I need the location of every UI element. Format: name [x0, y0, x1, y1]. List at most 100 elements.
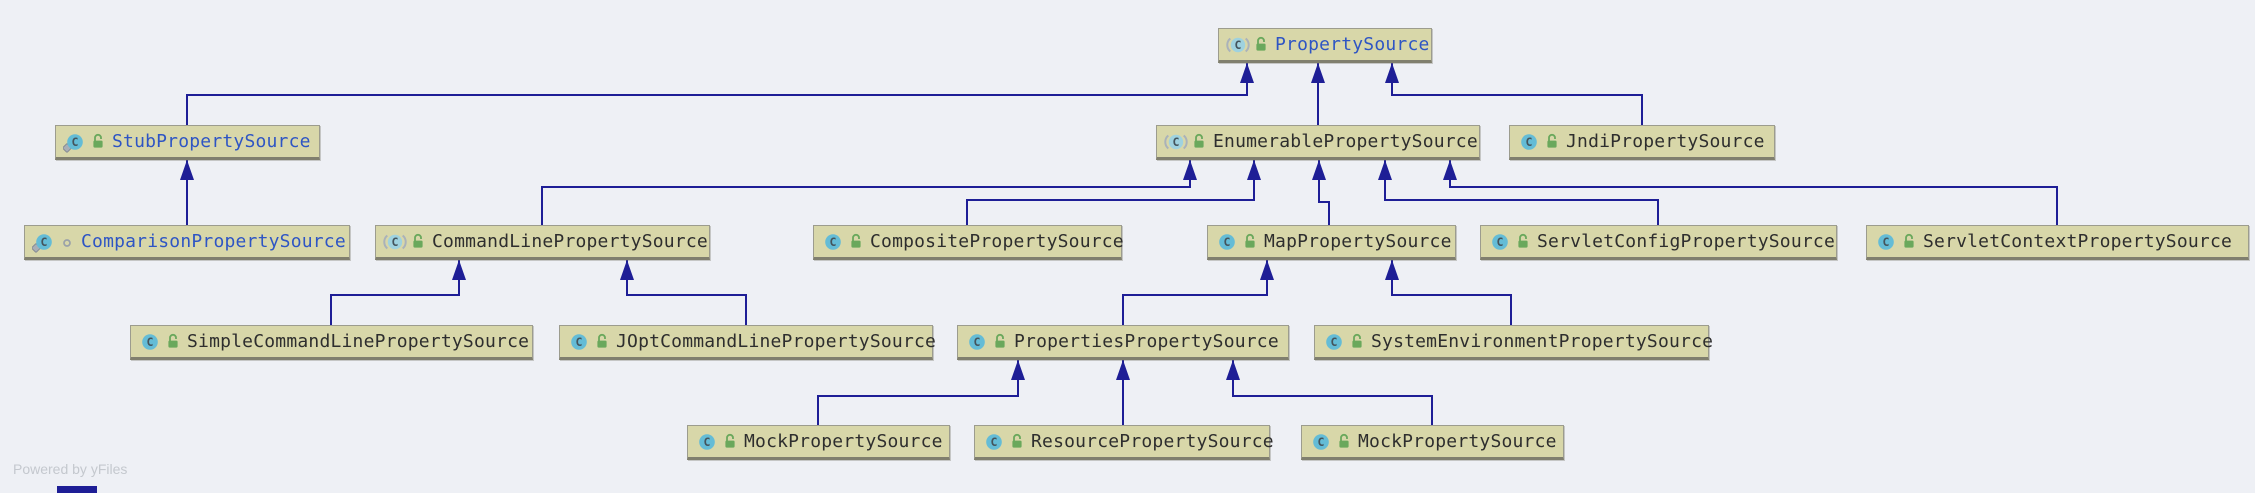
class-name-label: CompositePropertySource — [870, 230, 1124, 252]
class-name-label: EnumerablePropertySource — [1213, 130, 1478, 152]
class-icon: C — [1313, 433, 1329, 450]
class-node-composite-property-source[interactable]: C CompositePropertySource — [813, 225, 1124, 260]
class-icon: C — [1492, 233, 1508, 250]
class-icon: C — [63, 133, 83, 153]
class-icon: C — [986, 433, 1002, 450]
class-icon: C — [1326, 333, 1342, 350]
class-icon: C — [32, 233, 52, 253]
svg-text:C: C — [1224, 235, 1231, 249]
class-name-label: PropertySource — [1275, 33, 1430, 55]
public-lock-icon — [93, 133, 103, 148]
svg-text:C: C — [1497, 235, 1504, 249]
svg-text:C: C — [704, 435, 711, 449]
arrowhead-icon — [1443, 160, 1457, 180]
inheritance-edge-jopt-command-line-property-source-to-command-line-property-source — [620, 260, 747, 325]
class-name-label: ServletConfigPropertySource — [1537, 230, 1835, 252]
arrowhead-icon — [1240, 63, 1254, 83]
svg-text:C: C — [1883, 235, 1890, 249]
inheritance-edge-mock-property-source-2-to-properties-property-source — [1226, 360, 1433, 425]
class-node-map-property-source[interactable]: C MapPropertySource — [1207, 225, 1456, 260]
public-lock-icon — [1518, 233, 1528, 248]
class-icon: C — [142, 333, 158, 350]
public-lock-icon — [995, 333, 1005, 348]
inheritance-edge-comparison-property-source-to-stub-property-source — [180, 160, 194, 225]
class-node-mock-property-source-2[interactable]: C MockPropertySource — [1301, 425, 1564, 460]
class-icon: C — [1521, 133, 1537, 150]
svg-text:C: C — [576, 335, 583, 349]
svg-text:C: C — [72, 135, 79, 149]
arrowhead-icon — [452, 260, 466, 280]
arrowhead-icon — [1385, 63, 1399, 83]
inheritance-edge-system-environment-property-source-to-map-property-source — [1385, 260, 1512, 325]
class-node-jndi-property-source[interactable]: C JndiPropertySource — [1509, 125, 1775, 160]
public-lock-icon — [413, 233, 423, 248]
arrowhead-icon — [1116, 360, 1130, 380]
powered-by-yfiles-label: Powered by yFiles — [13, 461, 128, 477]
inheritance-edge-enumerable-property-source-to-property-source — [1311, 63, 1325, 125]
public-lock-icon — [1245, 233, 1255, 248]
public-lock-icon — [725, 433, 735, 448]
class-node-jopt-command-line-property-source[interactable]: C JOptCommandLinePropertySource — [559, 325, 937, 360]
svg-text:C: C — [830, 235, 837, 249]
arrowhead-icon — [1226, 360, 1240, 380]
arrowhead-icon — [1183, 160, 1197, 180]
inheritance-edge-command-line-property-source-to-enumerable-property-source — [541, 160, 1197, 225]
svg-text:C: C — [41, 235, 48, 249]
svg-text:C: C — [974, 335, 981, 349]
class-name-label: MockPropertySource — [1358, 430, 1557, 452]
class-node-property-source[interactable]: C PropertySource — [1218, 28, 1432, 63]
class-name-label: SimpleCommandLinePropertySource — [187, 330, 530, 352]
class-node-enumerable-property-source[interactable]: C EnumerablePropertySource — [1156, 125, 1480, 160]
arrowhead-icon — [620, 260, 634, 280]
public-lock-icon — [1256, 36, 1266, 51]
inheritance-edge-mock-property-source-1-to-properties-property-source — [817, 360, 1025, 425]
inheritance-edge-stub-property-source-to-property-source — [186, 63, 1254, 125]
package-private-icon — [63, 239, 71, 247]
svg-text:C: C — [1331, 335, 1338, 349]
arrowhead-icon — [1311, 63, 1325, 83]
class-node-command-line-property-source[interactable]: C CommandLinePropertySource — [375, 225, 710, 260]
class-icon: C — [969, 333, 985, 350]
inheritance-edge-properties-property-source-to-map-property-source — [1122, 260, 1274, 325]
class-node-stub-property-source[interactable]: C StubPropertySource — [55, 125, 320, 160]
class-name-label: MapPropertySource — [1264, 230, 1452, 252]
class-name-label: PropertiesPropertySource — [1014, 330, 1279, 352]
class-name-label: StubPropertySource — [112, 130, 311, 152]
class-icon: C — [571, 333, 587, 350]
svg-text:C: C — [147, 335, 154, 349]
class-node-servlet-context-property-source[interactable]: C ServletContextPropertySource — [1866, 225, 2249, 260]
class-name-label: ServletContextPropertySource — [1923, 230, 2233, 252]
class-node-servlet-config-property-source[interactable]: C ServletConfigPropertySource — [1480, 225, 1837, 260]
class-icon: C — [699, 433, 715, 450]
class-name-label: CommandLinePropertySource — [432, 230, 708, 252]
class-icon: C — [825, 233, 841, 250]
class-node-simple-command-line-property-source[interactable]: C SimpleCommandLinePropertySource — [130, 325, 533, 360]
abstract-class-icon: C — [1164, 134, 1188, 149]
public-lock-icon — [1194, 133, 1204, 148]
horizontal-scrollbar-thumb[interactable] — [57, 486, 97, 493]
svg-text:C: C — [392, 235, 399, 249]
public-lock-icon — [1352, 333, 1362, 348]
inheritance-edge-jndi-property-source-to-property-source — [1385, 63, 1643, 125]
class-node-properties-property-source[interactable]: C PropertiesPropertySource — [957, 325, 1289, 360]
class-name-label: JOptCommandLinePropertySource — [616, 330, 937, 352]
arrowhead-icon — [1312, 160, 1326, 180]
public-lock-icon — [1904, 233, 1914, 248]
arrowhead-icon — [1385, 260, 1399, 280]
public-lock-icon — [1012, 433, 1022, 448]
inheritance-edge-simple-command-line-property-source-to-command-line-property-source — [330, 260, 466, 325]
public-lock-icon — [597, 333, 607, 348]
public-lock-icon — [1339, 433, 1349, 448]
inheritance-edge-resource-property-source-to-properties-property-source — [1116, 360, 1130, 425]
class-node-system-environment-property-source[interactable]: C SystemEnvironmentPropertySource — [1314, 325, 1713, 360]
arrowhead-icon — [1011, 360, 1025, 380]
class-name-label: SystemEnvironmentPropertySource — [1371, 330, 1714, 352]
abstract-class-icon: C — [383, 234, 407, 249]
svg-text:C: C — [1235, 38, 1242, 52]
class-name-label: JndiPropertySource — [1566, 130, 1765, 152]
